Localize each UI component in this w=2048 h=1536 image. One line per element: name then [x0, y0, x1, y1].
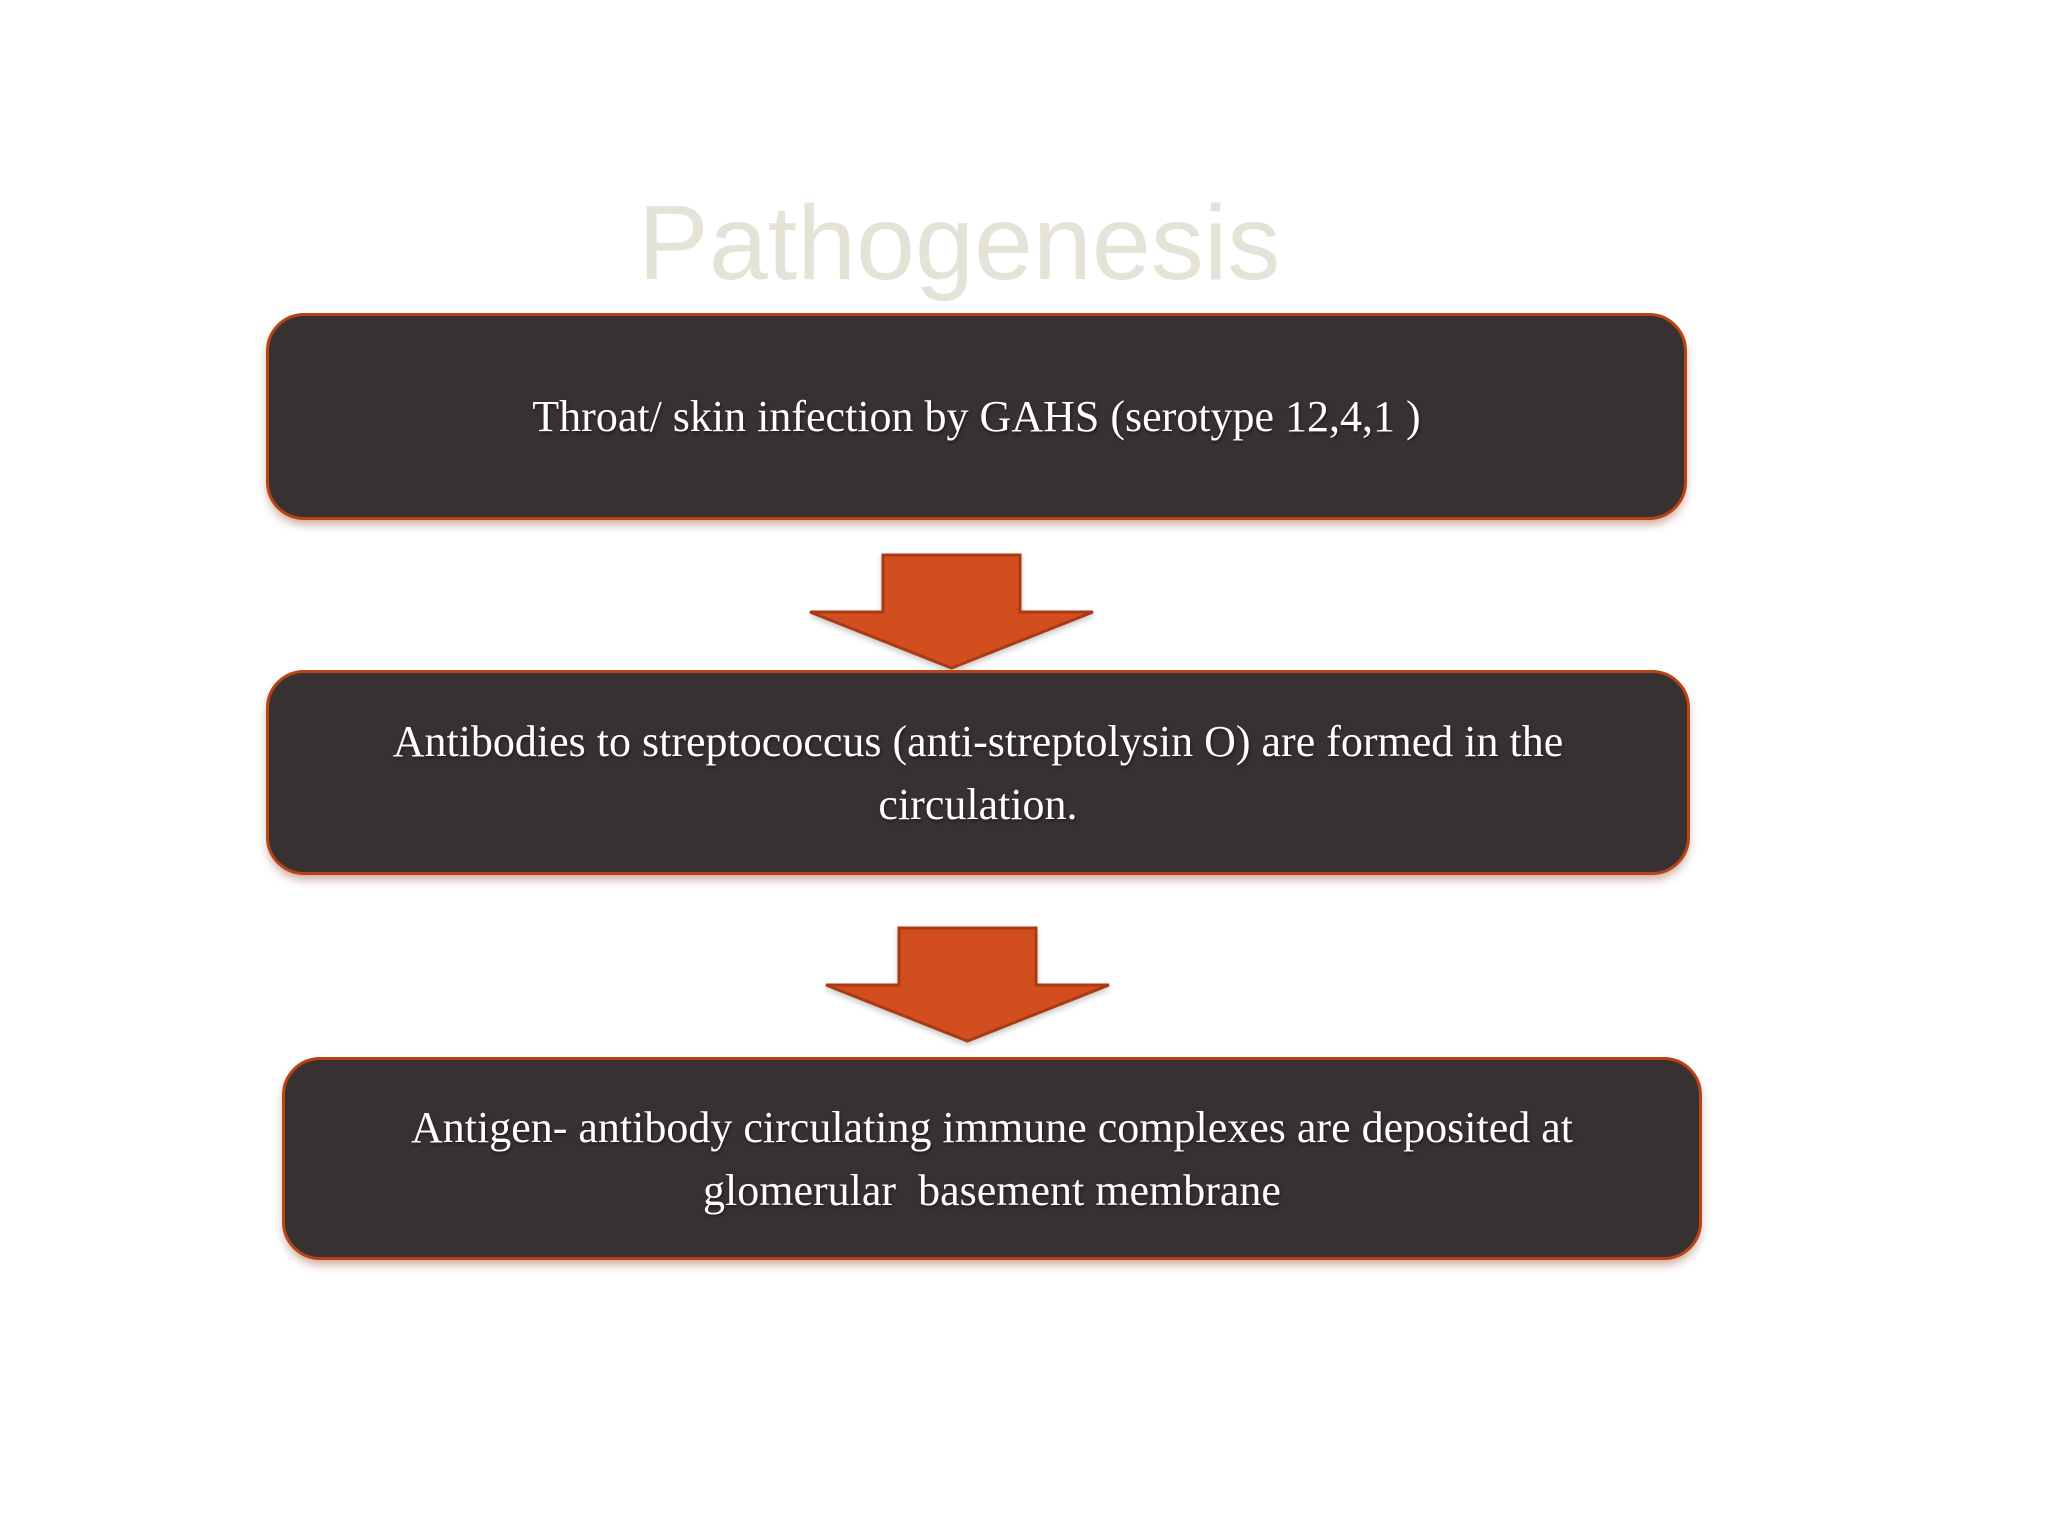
flow-step-1-box: Throat/ skin infection by GAHS (serotype…	[266, 313, 1687, 520]
flow-step-2-box: Antibodies to streptococcus (anti-strept…	[266, 670, 1690, 875]
down-arrow-icon	[809, 553, 1094, 670]
flow-step-1-text: Throat/ skin infection by GAHS (serotype…	[532, 392, 1421, 441]
flow-step-2-text-line-2: circulation.	[878, 779, 1078, 829]
page-title: Pathogenesis	[638, 184, 1281, 302]
down-arrow-icon	[825, 926, 1110, 1043]
flow-step-3-text-line-1: Antigen- antibody circulating immune com…	[411, 1102, 1573, 1152]
flow-step-2-text-line-1: Antibodies to streptococcus (anti-strept…	[392, 716, 1564, 766]
flow-step-3-box: Antigen- antibody circulating immune com…	[282, 1057, 1702, 1260]
flow-step-3-text-line-2: glomerular basement membrane	[703, 1165, 1281, 1215]
